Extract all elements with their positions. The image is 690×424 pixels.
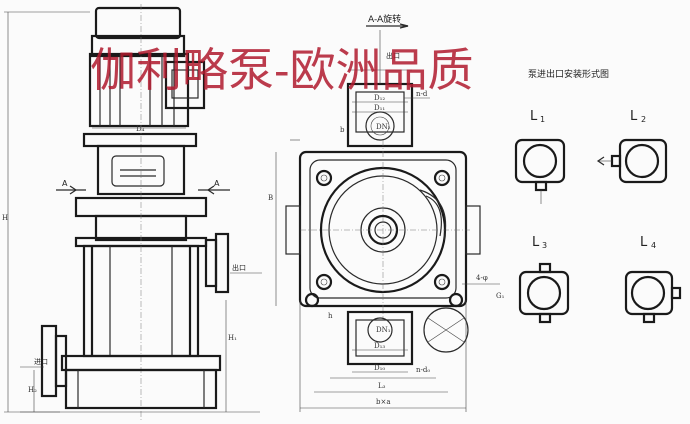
form-L2-sub: 2 [641,115,646,124]
watermark-text: 伽利略泵-欧洲品质 [90,43,474,97]
flange-d12-label: D₁₂ [374,94,385,102]
form-L2-letter: L [630,109,638,124]
form-L4-sub: 4 [651,241,656,250]
holes-nd-label: n-d [416,90,428,98]
dim-b-label: b [340,126,345,134]
form-L3-sub: 3 [542,241,547,250]
holes-kphi-label: 4-φ [476,274,488,282]
inlet-left-label: 进口 [34,358,48,366]
dim-B-label: B [268,194,273,202]
form-L1-figure [514,138,566,204]
form-L2-figure [596,138,668,184]
height-H1-label: H₁ [228,334,237,342]
flange-dn2-label: DN₂ [376,123,391,131]
install-forms: 泵进出口安装形式图 L 1 L 2 L 3 L [514,68,682,324]
dim-G1-label: G₁ [496,292,505,300]
form-L3-figure [518,262,570,324]
section-a-right-label: A [214,179,220,188]
side-elevation: H D₄ A A 出口 [2,4,262,420]
outlet-top-label: 出口 [386,51,400,60]
dim-bxa-label: b×a [376,398,391,406]
motor-d4-label: D₄ [136,125,145,133]
form-L1-sub: 1 [540,115,545,124]
flange-d10-label: D₁₀ [374,364,385,372]
dim-h-label: h [328,312,333,320]
flange-d11-label: D₁₁ [374,104,385,112]
flange-dn1-label: DN₁ [376,326,391,334]
form-L1-letter: L [530,109,538,124]
dim-L3-label: L₃ [378,382,386,390]
form-L4-letter: L [640,235,648,250]
form-L4-figure [624,270,682,324]
form-L3-letter: L [532,235,540,250]
holes-nd0-label: n-d₀ [416,366,430,374]
section-a-left-label: A [62,179,68,188]
height-H2-label: H₂ [28,386,37,394]
section-view: A-A旋转 D₁₂ D₁₁ DN₂ n-d 出口 b [268,13,505,412]
section-title: A-A旋转 [368,13,401,25]
flange-d13-label: D₁₃ [374,342,385,350]
outlet-left-label: 出口 [232,263,246,272]
install-title: 泵进出口安装形式图 [528,68,609,80]
height-H-label: H [2,214,8,222]
